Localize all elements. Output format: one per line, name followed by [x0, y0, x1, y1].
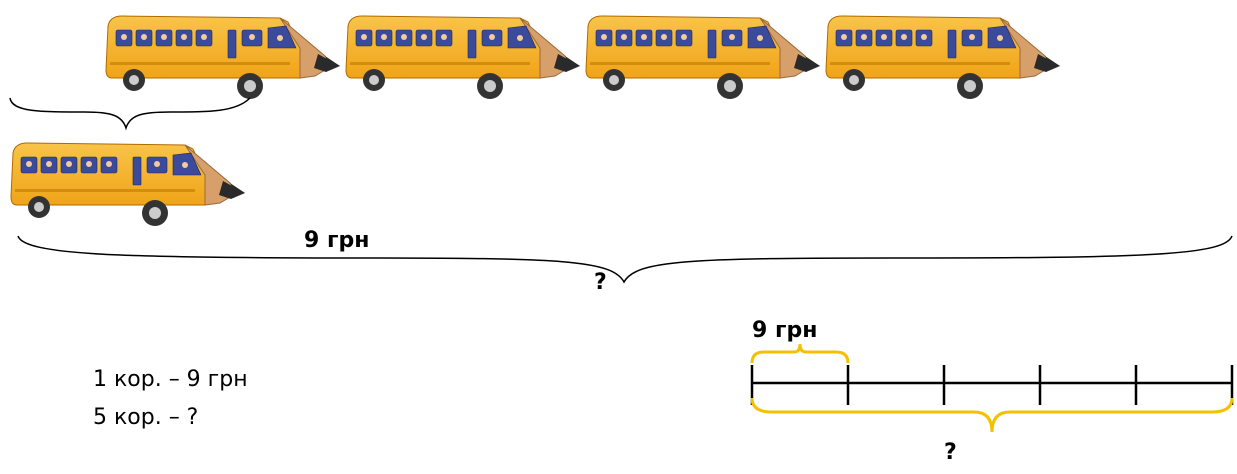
pencil-bus-image-3 — [580, 8, 820, 103]
condition-line-2: 5 кор. – ? — [93, 405, 199, 430]
condition-line-1: 1 кор. – 9 грн — [93, 367, 248, 392]
pencil-bus-image-5 — [5, 135, 245, 230]
part-brace — [750, 343, 850, 364]
pencil-bus-image-2 — [340, 8, 580, 103]
small-brace — [9, 97, 251, 131]
segment-total-label: ? — [944, 440, 957, 465]
pencil-bus-image-4 — [820, 8, 1060, 103]
total-brace — [750, 397, 1234, 433]
segment-part-label: 9 грн — [752, 318, 818, 343]
total-brace — [17, 235, 1233, 284]
pencil-bus-image-1 — [100, 8, 340, 103]
top-brace-label: 9 грн — [304, 228, 370, 253]
bottom-brace-label: ? — [594, 270, 607, 295]
